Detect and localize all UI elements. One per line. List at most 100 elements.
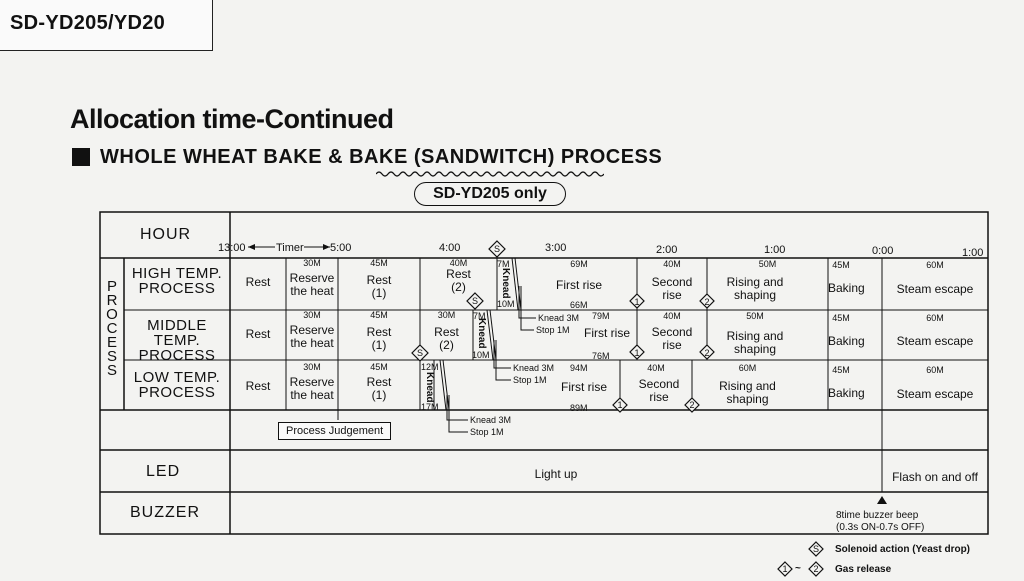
low-rest: Rest <box>245 379 271 393</box>
model-box <box>0 0 213 51</box>
legend-gas-1: 1 <box>782 564 788 574</box>
legend-gas: Gas release <box>835 564 892 575</box>
bullet-square <box>72 148 90 166</box>
high-10m: 10M <box>497 299 515 309</box>
reserve-line2: the heat <box>290 336 334 350</box>
low-temp-line2: PROCESS <box>138 384 216 401</box>
high-30m: 30M <box>303 258 321 268</box>
high-knead: Knead <box>500 268 511 299</box>
led-flash: Flash on and off <box>892 470 978 484</box>
solenoid-diamond-top <box>488 240 506 258</box>
process-letter: S <box>106 362 117 379</box>
mid-7m: 7M <box>473 311 486 321</box>
mid-10m: 10M <box>472 350 490 360</box>
rest1-line1: Rest <box>366 325 392 339</box>
low-45m: 45M <box>370 362 388 372</box>
second-rise-line2: rise <box>662 288 682 302</box>
middle-temp-line2: PROCESS <box>138 347 216 364</box>
low-89m: 89M <box>570 403 588 413</box>
rising-line2: shaping <box>726 392 769 406</box>
rising-line1: Rising and <box>726 329 784 343</box>
low-60m: 60M <box>738 363 757 373</box>
reserve-line2: the heat <box>290 284 334 298</box>
gas-2: 2 <box>689 400 695 410</box>
process-subtitle: WHOLE WHEAT BAKE & BAKE (SANDWITCH) PROC… <box>100 146 663 168</box>
low-12m: 12M <box>421 362 439 372</box>
high-knead3m: Knead 3M <box>538 313 580 323</box>
process-judgement-box: Process Judgement <box>278 422 392 440</box>
gas-2: 2 <box>704 348 710 358</box>
rest1-line2: (1) <box>371 388 387 402</box>
tick-200: 2:00 <box>656 244 678 256</box>
solenoid-symbol: S <box>471 296 478 306</box>
rest2-line2: (2) <box>451 280 466 294</box>
low-94m: 94M <box>570 363 588 373</box>
rising-line2: shaping <box>733 342 777 356</box>
tick-300: 3:00 <box>545 242 567 254</box>
tick-100b: 1:00 <box>962 247 984 259</box>
second-rise-line1: Second <box>651 325 693 339</box>
low-knead: Knead <box>424 372 435 403</box>
process-letter: P <box>106 278 117 295</box>
low-rest1: Rest(1) <box>338 376 420 402</box>
mid-rest2: Rest(2) <box>420 326 473 352</box>
high-baking: Baking <box>828 281 865 295</box>
buzzer-beep-line2: (0.3s ON-0.7s OFF) <box>836 522 925 533</box>
tick-400: 4:00 <box>439 242 461 254</box>
process-letter: E <box>106 334 117 351</box>
mid-30m: 30M <box>303 310 321 320</box>
high-temp-label: HIGH TEMP. PROCESS <box>124 266 230 296</box>
low-40m: 40M <box>647 363 665 373</box>
mid-baking: Baking <box>828 334 865 348</box>
low-baking: Baking <box>828 386 865 400</box>
solenoid-diamond-high <box>466 292 484 310</box>
rest2-line2: (2) <box>439 338 454 352</box>
model-label: SD-YD205/YD20 <box>10 12 166 34</box>
process-vertical-label: P R O C E S S <box>104 278 120 379</box>
hour-header: HOUR <box>140 226 192 243</box>
mid-30m-b: 30M <box>437 310 456 320</box>
process-letter: O <box>106 306 118 323</box>
solenoid-symbol: S <box>493 244 500 254</box>
gas-1: 1 <box>634 348 640 358</box>
solenoid-symbol: S <box>416 348 423 358</box>
led-light-up: Light up <box>534 467 578 481</box>
high-40m: 40M <box>449 258 468 268</box>
mid-steam: Steam escape <box>896 334 974 348</box>
middle-temp-label: MIDDLE TEMP. PROCESS <box>124 318 230 363</box>
gas-1: 1 <box>617 400 623 410</box>
high-rest: Rest <box>245 275 271 289</box>
low-stop1m: Stop 1M <box>470 427 504 437</box>
high-first-rise: First rise <box>556 278 602 292</box>
buzzer-header: BUZZER <box>130 504 200 521</box>
high-steam: Steam escape <box>896 282 974 296</box>
mid-76m: 76M <box>592 351 610 361</box>
mid-knead: Knead <box>476 318 487 349</box>
model-only-tag: SD-YD205 only <box>414 182 566 206</box>
legend-solenoid-symbol: S <box>812 544 819 554</box>
high-60m: 60M <box>926 260 944 270</box>
tick-500: 5:00 <box>330 242 352 254</box>
rising-line1: Rising and <box>726 275 784 289</box>
reserve-line1: Reserve <box>289 271 335 285</box>
gas-2: 2 <box>704 297 710 307</box>
led-header: LED <box>146 463 181 480</box>
legend-gas-2: 2 <box>813 564 819 574</box>
rest2-line1: Rest <box>434 325 459 339</box>
buzzer-beep-line1: 8time buzzer beep <box>836 510 919 521</box>
tick-100: 1:00 <box>764 244 786 256</box>
mid-knead3m: Knead 3M <box>513 363 555 373</box>
process-letter: S <box>106 348 117 365</box>
reserve-line1: Reserve <box>289 323 335 337</box>
second-rise-line1: Second <box>651 275 693 289</box>
legend-tilde: ~ <box>795 563 801 574</box>
low-45m-b: 45M <box>832 365 850 375</box>
mid-first-rise: First rise <box>584 326 630 340</box>
